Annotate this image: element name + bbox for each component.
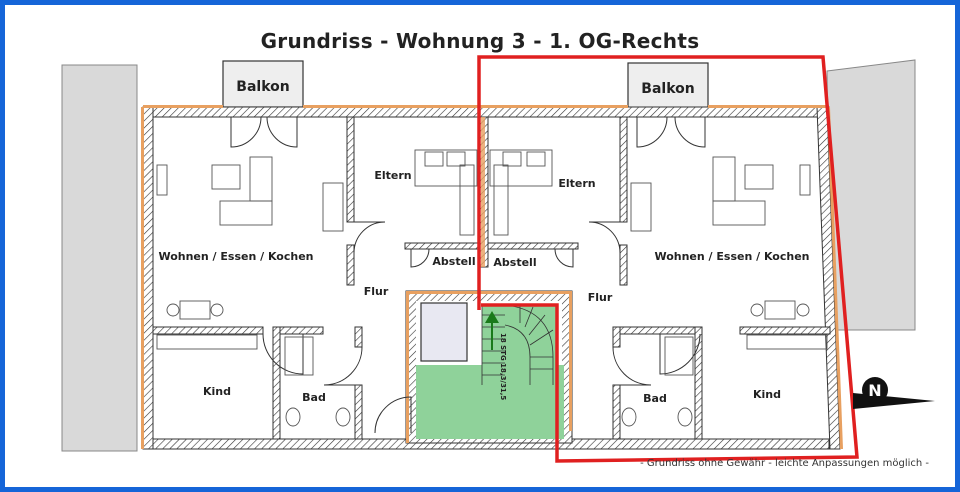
apartment-highlight-outline <box>477 55 859 463</box>
room-labels: Balkon Balkon Eltern Eltern Wohnen / Ess… <box>158 79 809 405</box>
disclaimer-footer: - Grundriss ohne Gewähr - leichte Anpass… <box>640 458 929 469</box>
room-label-bad-right: Bad <box>643 392 667 405</box>
neighbor-building-left <box>61 64 138 452</box>
wall-insulation <box>141 105 843 449</box>
stair-landing-green <box>416 365 564 439</box>
floor-plan: 18 STG 18,3/31,5 <box>61 55 935 463</box>
room-label-eltern-right: Eltern <box>558 177 595 190</box>
doors <box>230 116 706 434</box>
compass-icon: N <box>853 377 935 409</box>
room-label-kind-right: Kind <box>753 388 781 401</box>
room-label-flur-left: Flur <box>364 285 389 298</box>
furniture <box>156 149 828 427</box>
room-label-wohnen-right: Wohnen / Essen / Kochen <box>654 250 809 263</box>
balcony-left <box>222 60 304 108</box>
room-label-wohnen-left: Wohnen / Essen / Kochen <box>158 250 313 263</box>
room-label-flur-right: Flur <box>588 291 613 304</box>
room-label-balkon-right: Balkon <box>641 81 694 97</box>
room-label-eltern-left: Eltern <box>374 169 411 182</box>
balcony-right <box>627 62 709 110</box>
room-label-kind-left: Kind <box>203 385 231 398</box>
room-label-abstell-right: Abstell <box>493 256 536 269</box>
neighbor-building-right <box>826 59 916 331</box>
page-title: Grundriss - Wohnung 3 - 1. OG-Rechts <box>260 29 700 53</box>
room-label-abstell-left: Abstell <box>432 255 475 268</box>
stairwell: 18 STG 18,3/31,5 <box>405 290 573 444</box>
compass-label: N <box>868 381 881 400</box>
stairs-label: 18 STG 18,3/31,5 <box>499 333 507 400</box>
interior-walls <box>152 116 831 440</box>
room-label-balkon-left: Balkon <box>236 79 289 95</box>
room-label-bad-left: Bad <box>302 391 326 404</box>
elevator-shaft <box>420 302 468 362</box>
